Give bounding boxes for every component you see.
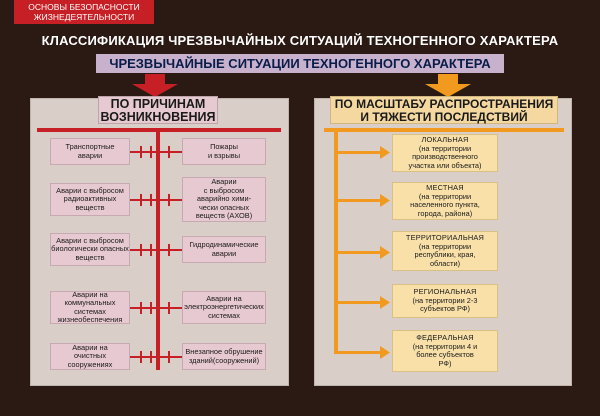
scale-name: МЕСТНАЯ <box>426 183 464 192</box>
scale-top-bar <box>324 128 564 132</box>
scale-name: ЛОКАЛЬНАЯ <box>421 135 469 144</box>
badge-line-1: ОСНОВЫ БЕЗОПАСНОСТИ <box>28 2 140 12</box>
page-title: КЛАССИФИКАЦИЯ ЧРЕЗВЫЧАЙНЫХ СИТУАЦИЙ ТЕХН… <box>41 33 559 48</box>
scale-header-line-2: И ТЯЖЕСТИ ПОСЛЕДСТВИЙ <box>360 110 528 124</box>
page-subtitle: ЧРЕЗВЫЧАЙНЫЕ СИТУАЦИИ ТЕХНОГЕННОГО ХАРАК… <box>96 54 504 73</box>
subject-badge: ОСНОВЫ БЕЗОПАСНОСТИ ЖИЗНЕДЕЯТЕЛЬНОСТИ <box>14 0 154 24</box>
scale-header: ПО МАСШТАБУ РАСПРОСТРАНЕНИЯ И ТЯЖЕСТИ ПО… <box>330 96 558 124</box>
left-down-arrow <box>132 74 178 97</box>
scale-name: ТЕРРИТОРИАЛЬНАЯ <box>405 233 485 242</box>
causes-header-line-1: ПО ПРИЧИНАМ <box>110 97 206 111</box>
scale-header-line-1: ПО МАСШТАБУ РАСПРОСТРАНЕНИЯ <box>334 97 554 111</box>
causes-header-line-2: ВОЗНИКНОВЕНИЯ <box>100 110 216 124</box>
causes-spine <box>156 132 160 370</box>
causes-top-bar <box>37 128 281 132</box>
right-down-arrow <box>425 74 471 97</box>
scale-name: РЕГИОНАЛЬНАЯ <box>413 287 477 297</box>
scale-spine <box>334 132 338 354</box>
causes-header: ПО ПРИЧИНАМ ВОЗНИКНОВЕНИЯ <box>98 96 218 124</box>
badge-line-2: ЖИЗНЕДЕЯТЕЛЬНОСТИ <box>33 12 135 22</box>
scale-name: ФЕДЕРАЛЬНАЯ <box>416 333 474 342</box>
